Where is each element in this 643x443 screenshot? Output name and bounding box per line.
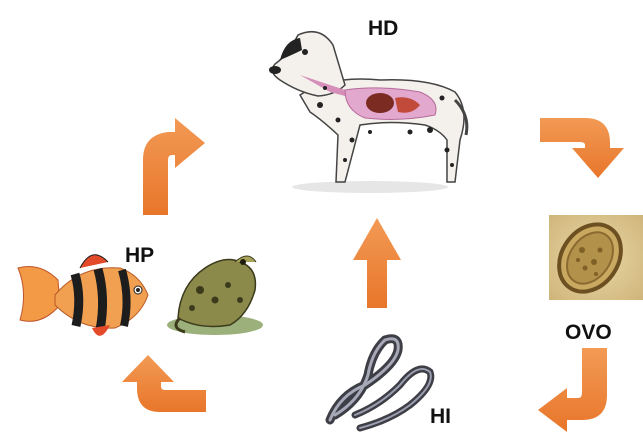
label-intermediate-host: HI	[430, 406, 451, 427]
label-paratenic-host: HP	[125, 245, 154, 266]
dog-icon	[269, 32, 467, 193]
egg-icon	[546, 212, 643, 303]
arrow-hp-to-hd	[143, 118, 205, 215]
arrow-ovo-to-hi	[538, 348, 607, 432]
arrow-hi-to-hp	[122, 355, 206, 412]
arrow-hd-to-ovo	[540, 118, 624, 178]
worm-icon	[330, 339, 431, 428]
frog-icon	[167, 256, 263, 335]
label-definitive-host: HD	[368, 18, 398, 39]
arrow-hi-to-hd	[353, 218, 401, 308]
label-egg: OVO	[565, 322, 612, 343]
